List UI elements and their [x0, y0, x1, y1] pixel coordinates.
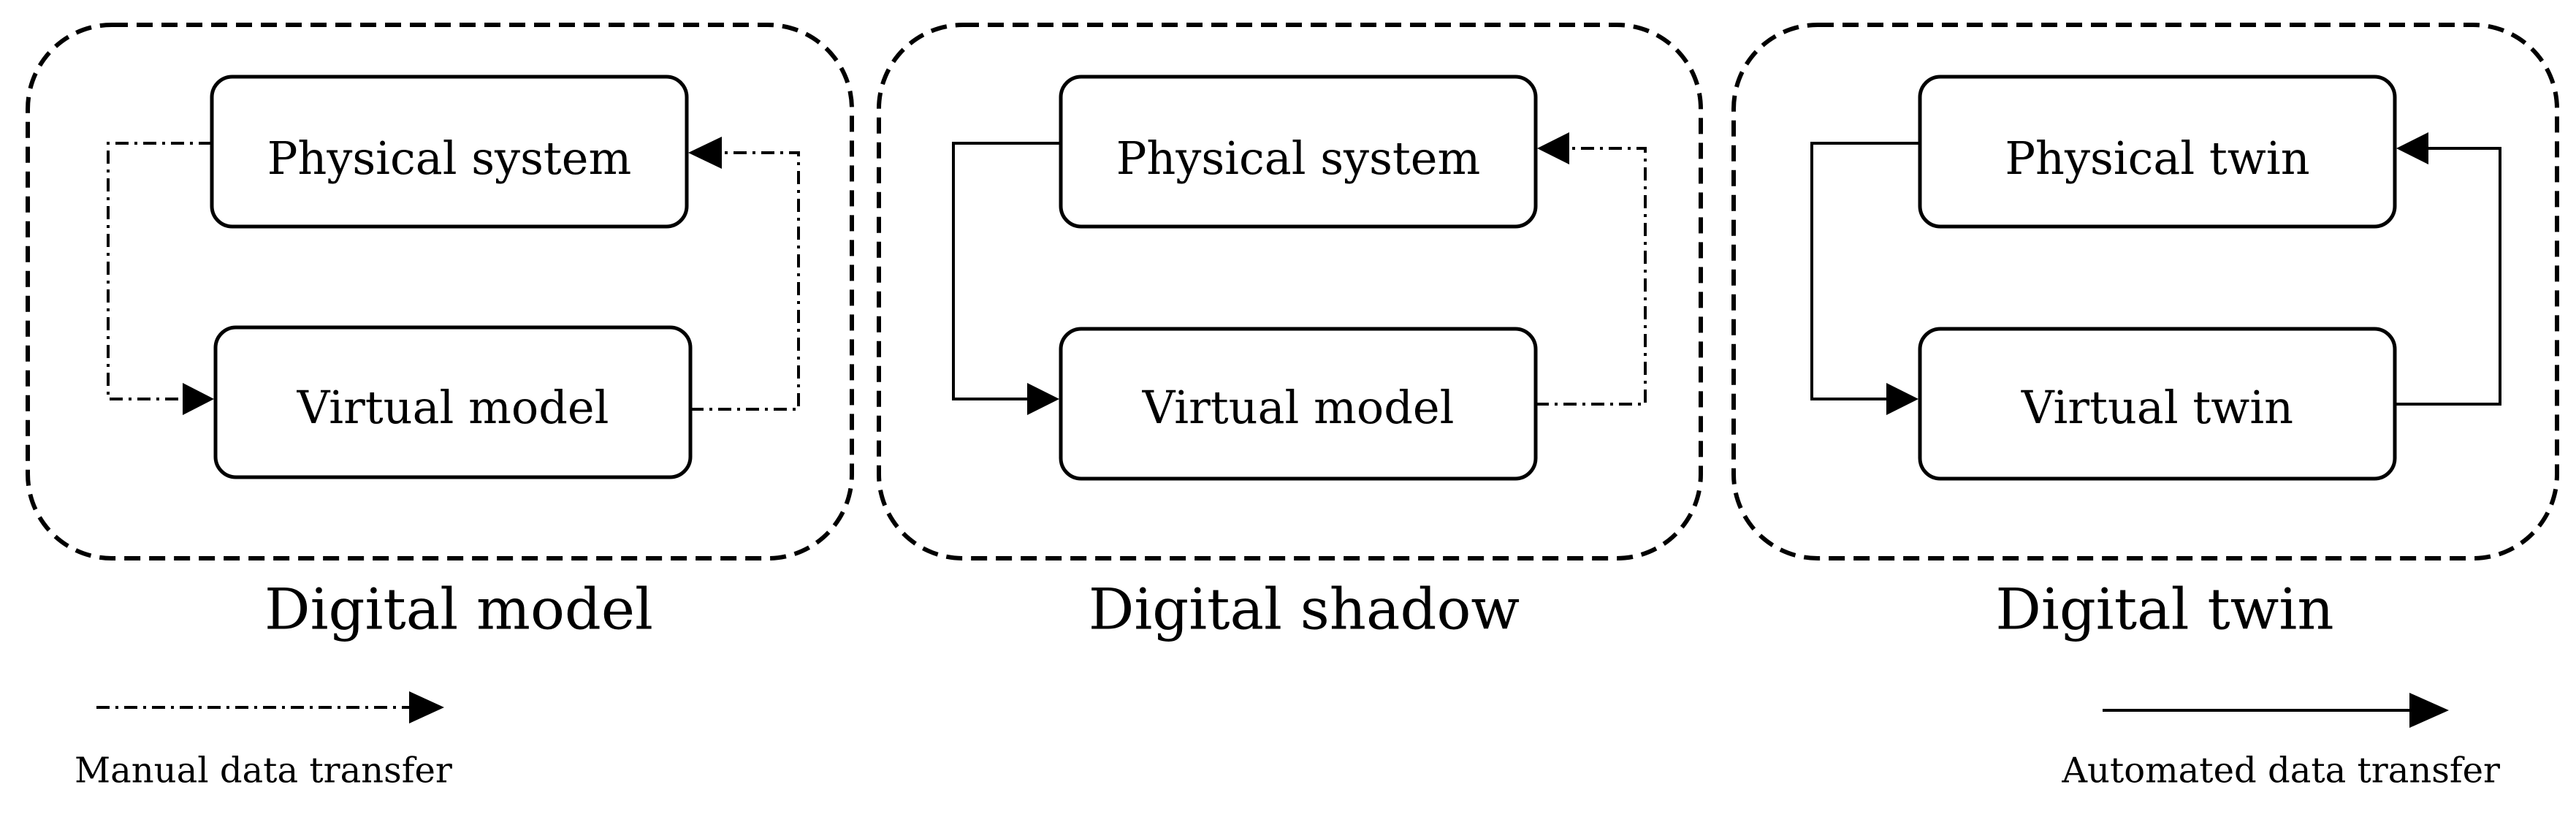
legend-automated: Automated data transfer: [2061, 693, 2500, 791]
group-boundary: [26, 23, 854, 560]
group-label: Digital twin: [1995, 577, 2333, 643]
node-virtual-model: Virtual model: [1059, 327, 1538, 481]
arrowhead-icon: [1027, 383, 1059, 415]
edge-automated-virtual-to-physical: [2395, 132, 2501, 406]
node-label: Physical system: [267, 132, 632, 185]
group-boundary: [877, 23, 1703, 560]
group-label: Digital shadow: [1089, 577, 1520, 643]
node-label: Physical system: [1116, 132, 1481, 185]
node-label: Physical twin: [2005, 132, 2309, 185]
arrowhead-icon: [1886, 383, 1918, 415]
group-label: Digital model: [264, 577, 653, 643]
node-label: Virtual model: [297, 381, 609, 434]
edge-manual-virtual-to-physical: [1536, 132, 1647, 406]
edge-manual-physical-to-virtual: [107, 142, 214, 415]
arrowhead-icon: [1537, 132, 1569, 164]
arrowhead-icon: [688, 137, 722, 169]
arrowhead-icon: [183, 383, 214, 415]
legend-label-manual: Manual data transfer: [75, 750, 452, 791]
node-physical-twin: Physical twin: [1918, 75, 2397, 229]
group-digital-shadow: Physical system Virtual model Digital sh…: [877, 23, 1703, 643]
node-label: Virtual model: [1142, 381, 1455, 434]
group-digital-twin: Physical twin Virtual twin Digital twin: [1731, 23, 2559, 643]
group-digital-model: Physical system Virtual model Digital mo…: [26, 23, 854, 643]
arrowhead-icon: [409, 691, 444, 723]
edge-automated-physical-to-virtual: [1810, 142, 1920, 415]
arrowhead-icon: [2409, 693, 2449, 728]
legend-manual: Manual data transfer: [75, 691, 452, 791]
legend-label-automated: Automated data transfer: [2061, 750, 2500, 791]
node-virtual-twin: Virtual twin: [1918, 327, 2397, 481]
node-physical-system: Physical system: [1059, 75, 1538, 229]
node-physical-system: Physical system: [210, 75, 689, 229]
edge-automated-physical-to-virtual: [952, 142, 1061, 415]
edge-manual-virtual-to-physical: [688, 137, 800, 411]
group-boundary: [1731, 23, 2559, 560]
node-virtual-model: Virtual model: [213, 325, 693, 479]
node-label: Virtual twin: [2021, 381, 2293, 434]
arrowhead-icon: [2396, 132, 2428, 164]
